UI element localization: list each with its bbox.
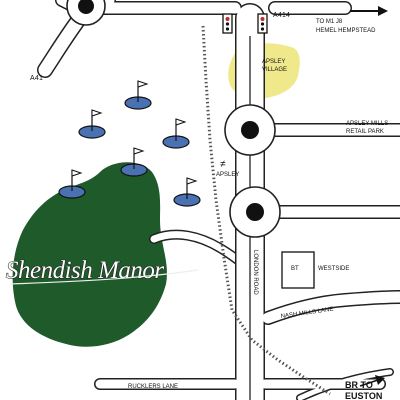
bt-westside-building	[281, 251, 315, 289]
bt-label: BT	[291, 266, 299, 272]
station-label: APSLEY	[216, 172, 239, 178]
roundabout-top	[66, 0, 106, 26]
retail-park-label-line1: APSLEY MILLS	[346, 121, 388, 127]
a414-label: A414	[273, 12, 290, 19]
golf-flag-icon	[120, 147, 148, 177]
golf-flag-icon	[162, 118, 190, 149]
golf-flag-icon	[78, 109, 106, 139]
rucklers-lane-label: RUCKLERS LANE	[128, 384, 178, 390]
m1-label: TO M1 J8	[316, 19, 343, 25]
rail-symbol-icon: ≠	[220, 159, 226, 170]
a41-label: A41	[30, 75, 43, 82]
railway-line	[201, 25, 331, 396]
retail-park-label-line2: RETAIL PARK	[346, 129, 384, 135]
golf-holes	[58, 80, 201, 207]
village-label-line2: VILLAGE	[262, 67, 287, 73]
london-road-label: LONDON ROAD	[252, 250, 258, 295]
arrow-right-icon	[359, 375, 385, 387]
arrow-right-icon	[350, 6, 388, 16]
roundabout-westside	[229, 186, 281, 238]
golf-flag-icon	[173, 177, 201, 207]
title-underline	[9, 269, 199, 285]
golf-flag-icon	[124, 80, 152, 110]
traffic-light-icon	[257, 13, 268, 34]
roundabout-retail	[224, 104, 276, 156]
hemel-label: HEMEL HEMPSTEAD	[316, 28, 376, 34]
br-label-line1: BR TO	[345, 380, 373, 390]
golf-flag-icon	[58, 169, 86, 199]
br-label-line2: EUSTON	[345, 391, 382, 400]
village-label-line1: APSLEY	[262, 59, 285, 65]
westside-label: WESTSIDE	[318, 266, 349, 272]
estate-title: Shendish Manor	[6, 257, 164, 284]
golf-course-area	[12, 162, 167, 347]
traffic-light-icon	[222, 13, 233, 34]
